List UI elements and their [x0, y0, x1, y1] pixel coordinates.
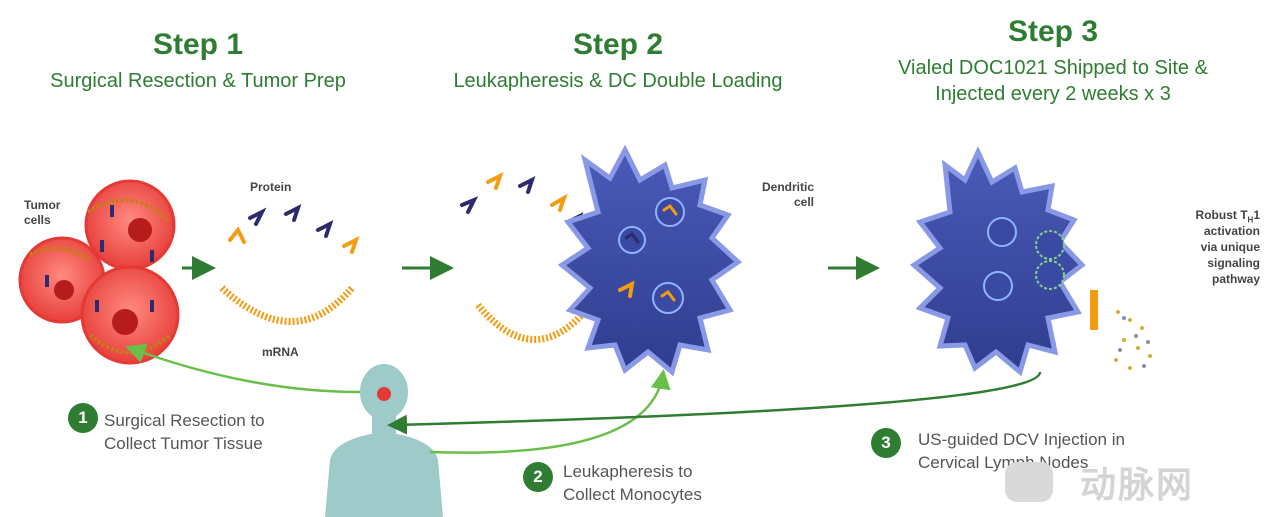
- robust-label-line2: activation: [1203, 224, 1260, 238]
- robust-label-line1: Robust TH1: [1195, 208, 1260, 225]
- step3-title: Step 3: [1007, 15, 1099, 48]
- curved-arrow-icon: [387, 371, 1042, 435]
- curved-arrow-icon: [429, 369, 671, 454]
- step1-title: Step 1: [152, 28, 244, 61]
- mrna-label: mRNA: [262, 345, 299, 359]
- robust-label-line4: signaling: [1207, 256, 1260, 270]
- robust-label-line3: via unique: [1200, 240, 1260, 254]
- procedure-badge-1: 1: [68, 403, 98, 433]
- protein-label: Protein: [250, 180, 292, 194]
- curved-arrow-icon: [125, 343, 361, 394]
- tumor-label-line1: Tumor: [24, 198, 61, 212]
- procedure-1-line2: Collect Tumor Tissue: [104, 434, 263, 453]
- mrna-strand-icon: [219, 285, 355, 325]
- robust-label-line5: pathway: [1211, 272, 1260, 286]
- tumor-cell-icon: [18, 179, 180, 365]
- watermark-text: 动脉网: [1080, 464, 1195, 505]
- step2-title: Step 2: [572, 28, 664, 61]
- protein-icon: [228, 204, 360, 254]
- procedure-2-line1: Leukapheresis to: [563, 462, 693, 481]
- step2-subtitle: Leukapheresis & DC Double Loading: [453, 70, 783, 92]
- dendritic-label-line2: cell: [793, 195, 814, 209]
- dendritic-cell-icon: [909, 146, 1098, 377]
- procedure-badge-2: 2: [523, 462, 553, 492]
- step3-subtitle-line1: Vialed DOC1021 Shipped to Site &: [898, 57, 1208, 79]
- dendritic-label-line1: Dendritic: [761, 180, 814, 194]
- step1-subtitle: Surgical Resection & Tumor Prep: [50, 70, 346, 92]
- watermark-logo-icon: [1005, 462, 1053, 502]
- step3-subtitle-line2: Injected every 2 weeks x 3: [935, 83, 1171, 105]
- procedure-1-line1: Surgical Resection to: [104, 411, 265, 430]
- dendritic-cell-icon: [557, 144, 742, 377]
- procedure-badge-3: 3: [871, 428, 901, 458]
- procedure-3-line1: US-guided DCV Injection in: [918, 430, 1125, 449]
- procedure-3-line2: Cervical Lymph Nodes: [918, 453, 1089, 472]
- tumor-label-line2: cells: [24, 213, 51, 227]
- human-silhouette-icon: [325, 364, 443, 517]
- procedure-2-line2: Collect Monocytes: [563, 485, 702, 504]
